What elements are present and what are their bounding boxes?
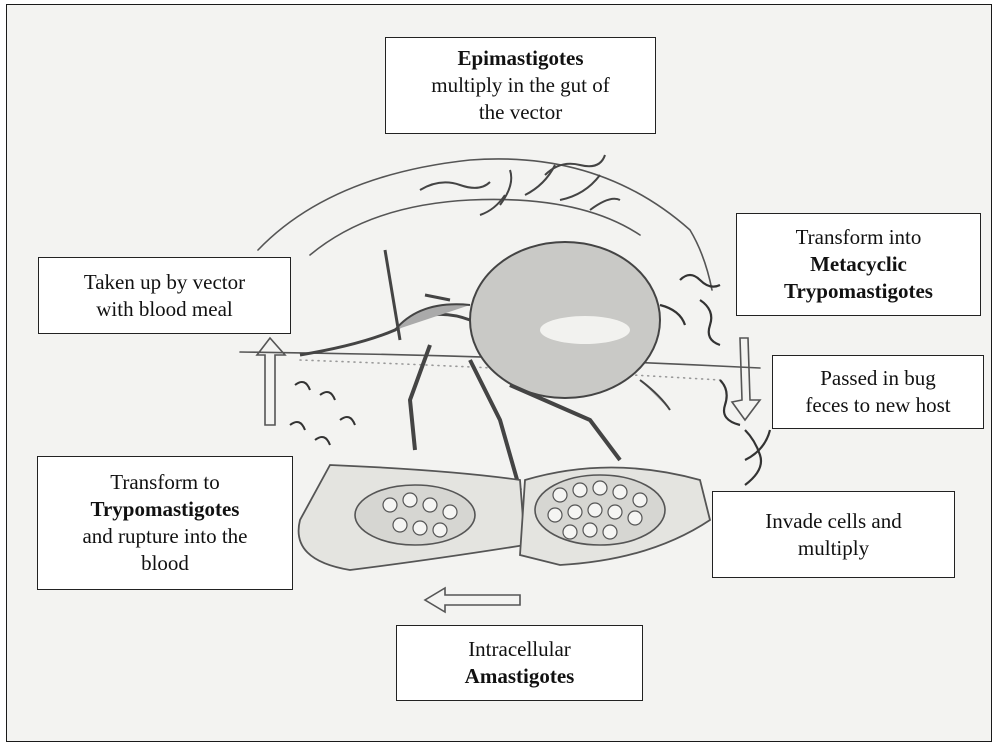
label-taken-up: Taken up by vector with blood meal: [38, 257, 291, 334]
passed-text-2: feces to new host: [805, 392, 950, 419]
epimastigotes-title: Epimastigotes: [458, 46, 584, 70]
taken-up-text-1: Taken up by vector: [84, 269, 245, 296]
trypomastigotes-in-blood: [290, 382, 355, 445]
gut-arch-outer: [258, 159, 712, 290]
trypomastigotes-entering: [720, 380, 770, 485]
up-arrow: [257, 338, 285, 425]
label-passed: Passed in bug feces to new host: [772, 355, 984, 429]
label-transform-trypomastigotes: Transform to Trypomastigotes and rupture…: [37, 456, 293, 590]
transform-text-3: and rupture into the: [82, 523, 247, 550]
transform-text-1: Transform to: [110, 469, 219, 496]
label-amastigotes: Intracellular Amastigotes: [396, 625, 643, 701]
label-epimastigotes: Epimastigotes multiply in the gut of the…: [385, 37, 656, 134]
epimastigotes-text-2: the vector: [479, 99, 562, 126]
epimastigote-parasites: [420, 155, 620, 215]
label-metacyclic: Transform into Metacyclic Trypomastigote…: [736, 213, 981, 316]
invade-text-2: multiply: [798, 535, 869, 562]
transform-text-4: blood: [141, 550, 189, 577]
taken-up-text-2: with blood meal: [96, 296, 232, 323]
down-arrow: [732, 338, 760, 420]
label-invade: Invade cells and multiply: [712, 491, 955, 578]
metacyclic-title-2: Trypomastigotes: [784, 279, 933, 303]
passed-text-1: Passed in bug: [820, 365, 936, 392]
triatomine-bug: [300, 242, 670, 490]
invade-text-1: Invade cells and: [765, 508, 901, 535]
amastigotes-title: Amastigotes: [465, 664, 575, 688]
amastigotes-text-1: Intracellular: [468, 636, 571, 663]
metacyclic-title-1: Metacyclic: [810, 252, 907, 276]
metacyclic-parasites: [660, 275, 720, 345]
epimastigotes-text-1: multiply in the gut of: [431, 72, 610, 99]
infected-muscle-cells: [299, 465, 710, 570]
transform-title: Trypomastigotes: [91, 497, 240, 521]
metacyclic-text-1: Transform into: [796, 224, 922, 251]
left-arrow: [425, 588, 520, 612]
